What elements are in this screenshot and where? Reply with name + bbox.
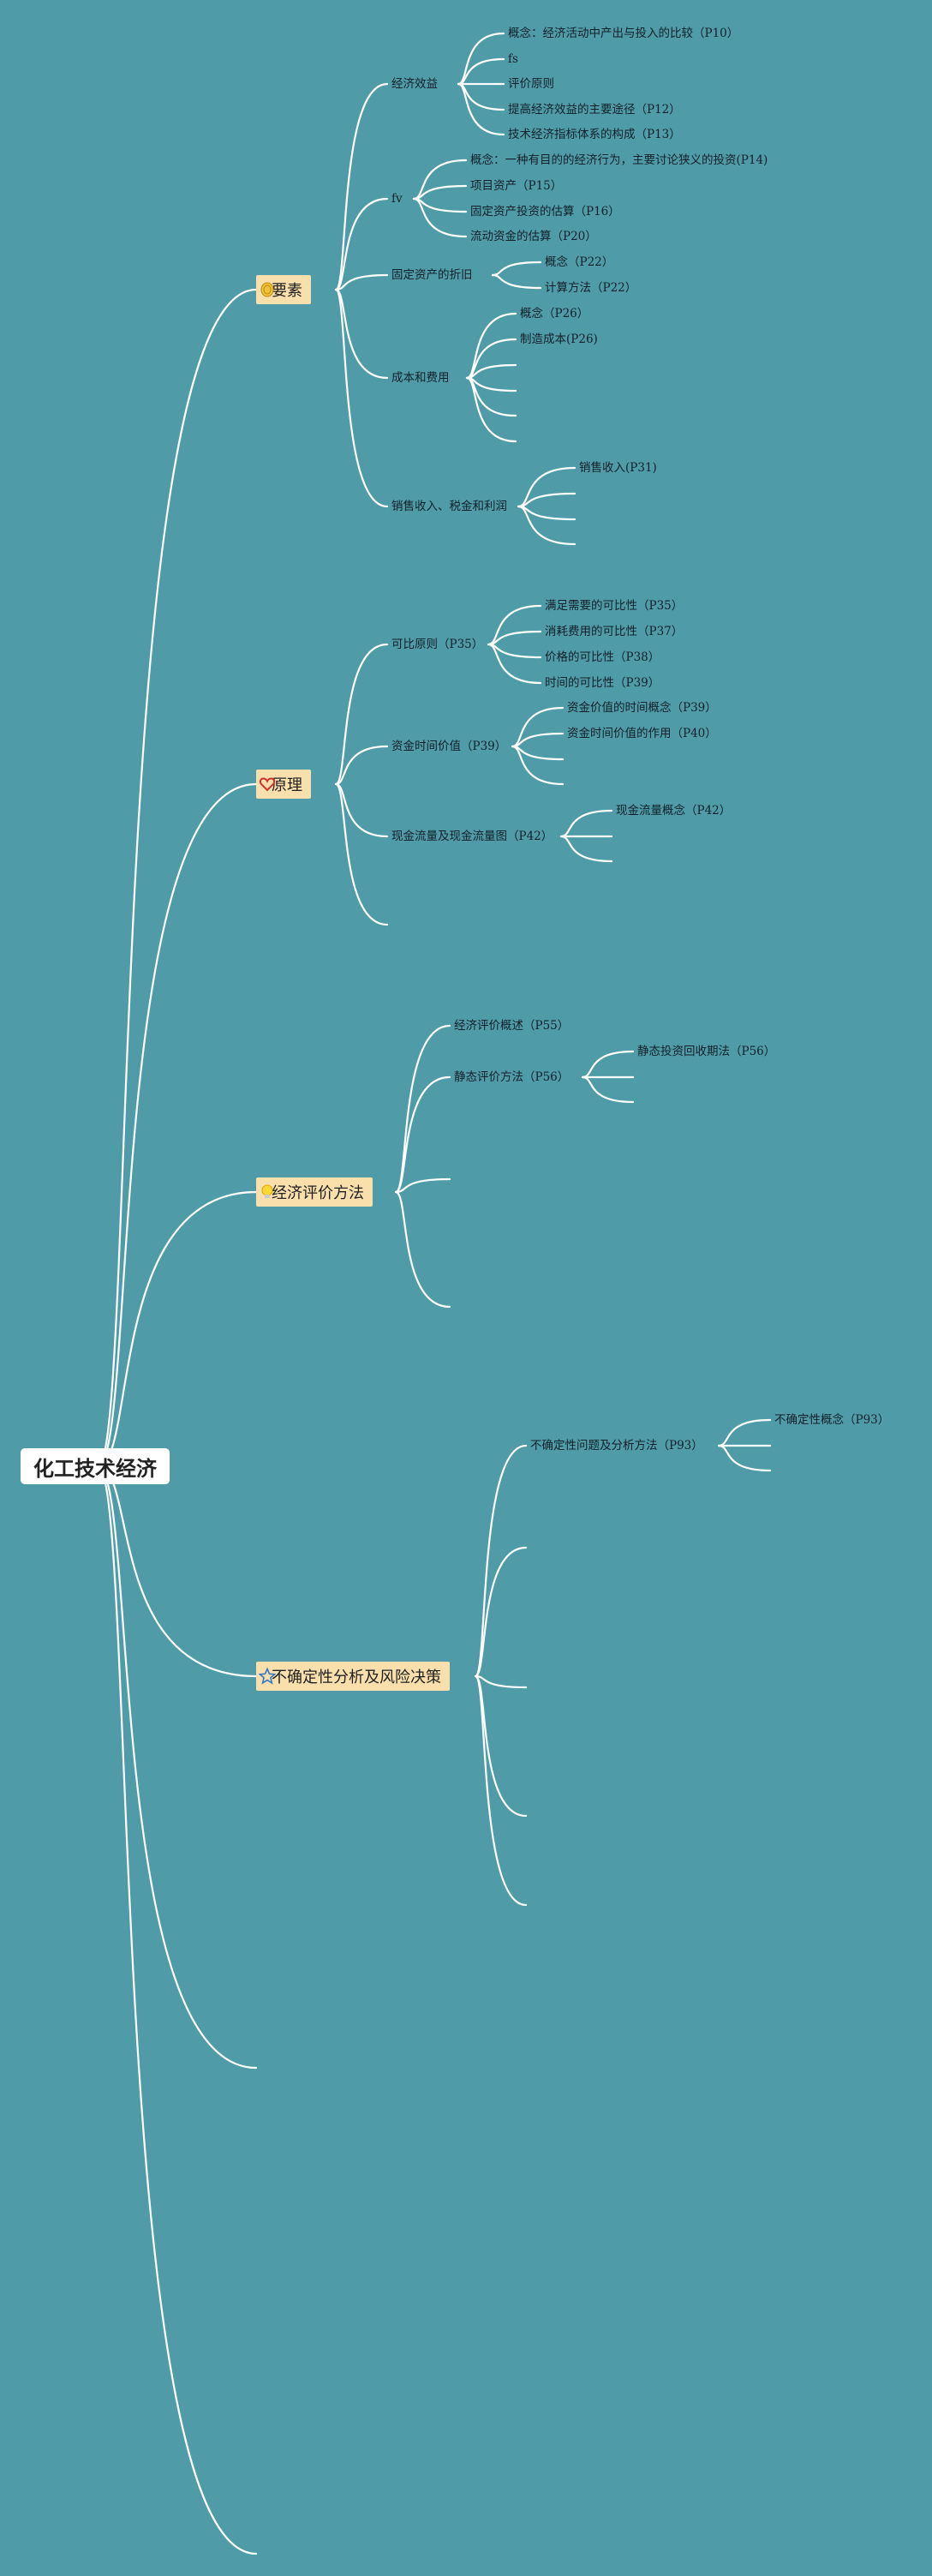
- leaf-item[interactable]: 制造成本(P26): [520, 332, 598, 346]
- leaf-item[interactable]: 概念（P22）: [545, 255, 614, 269]
- connector-line: [717, 1444, 772, 1472]
- connector-line: [412, 159, 468, 201]
- subtopic-fv[interactable]: fv: [391, 192, 403, 206]
- connector-line: [487, 643, 542, 685]
- connector-line: [487, 604, 542, 646]
- connector-line: [717, 1418, 772, 1447]
- subtopic-time-value[interactable]: 资金时间价值（P39）: [391, 740, 507, 753]
- connector-line: [511, 745, 565, 786]
- topic-label: 经济评价方法: [272, 1184, 364, 1202]
- connector-line: [559, 835, 613, 863]
- connector-line: [334, 273, 389, 291]
- connector-line: [412, 197, 468, 238]
- star-icon: [258, 1667, 277, 1685]
- leaf-item[interactable]: 资金时间价值的作用（P40）: [567, 727, 717, 740]
- leaf-item[interactable]: 静态投资回收期法（P56）: [637, 1045, 776, 1058]
- leaf-item[interactable]: 现金流量概念（P42）: [616, 804, 732, 818]
- subtopic-cash-flow[interactable]: 现金流量及现金流量图（P42）: [391, 830, 553, 843]
- leaf-item[interactable]: 满足需要的可比性（P35）: [545, 599, 684, 613]
- connector-line: [334, 288, 389, 508]
- topic-principles[interactable]: 原理: [256, 770, 311, 799]
- connector-line: [474, 1674, 528, 1818]
- leaf-item[interactable]: 计算方法（P22）: [545, 281, 637, 295]
- connector-line: [334, 745, 389, 786]
- leaf-item[interactable]: fs: [508, 52, 518, 66]
- topic-uncertainty-analysis[interactable]: 不确定性分析及风险决策: [256, 1662, 450, 1691]
- topic-elements[interactable]: 要素: [256, 275, 311, 304]
- leaf-item[interactable]: 资金价值的时间概念（P39）: [567, 701, 717, 715]
- root-connector: [96, 782, 258, 1468]
- connector-line: [517, 466, 577, 508]
- leaf-item[interactable]: 项目资产（P15）: [470, 179, 563, 193]
- subtopic-cost[interactable]: 成本和费用: [391, 371, 450, 385]
- topic-evaluation-methods[interactable]: 经济评价方法: [256, 1177, 373, 1207]
- topic-label: 原理: [272, 776, 302, 794]
- leaf-item[interactable]: 概念（P26）: [520, 307, 589, 321]
- lightbulb-icon: [259, 1183, 276, 1201]
- leaf-item[interactable]: 概念：经济活动中产出与投入的比较（P10）: [508, 27, 739, 40]
- leaf-item[interactable]: 价格的可比性（P38）: [545, 650, 660, 664]
- connector-line: [334, 82, 389, 291]
- connector-line: [517, 505, 577, 546]
- connector-line: [559, 809, 613, 838]
- connector-line: [394, 1075, 451, 1194]
- leaf-item[interactable]: 提高经济效益的主要途径（P12）: [508, 103, 681, 117]
- connector-line: [491, 273, 542, 290]
- connector-line: [474, 1674, 528, 1689]
- connector-line: [474, 1444, 528, 1678]
- connector-line: [474, 1546, 528, 1678]
- subtopic-static-evaluation[interactable]: 静态评价方法（P56）: [454, 1070, 570, 1084]
- leaf-item[interactable]: 消耗费用的可比性（P37）: [545, 625, 684, 638]
- leaf-item[interactable]: 技术经济指标体系的构成（P13）: [508, 128, 681, 141]
- root-connector: [96, 1190, 258, 1468]
- leaf-item[interactable]: 销售收入(P31): [579, 461, 657, 475]
- subtopic-comparability[interactable]: 可比原则（P35）: [391, 638, 484, 651]
- connector-line: [394, 1190, 451, 1309]
- root-connector: [96, 288, 258, 1468]
- subtopic-economic-benefit[interactable]: 经济效益: [391, 77, 438, 91]
- connector-line: [334, 782, 389, 838]
- connector-line: [465, 376, 517, 417]
- leaf-item[interactable]: 固定资产投资的估算（P16）: [470, 205, 620, 219]
- connector-line: [511, 706, 565, 748]
- heart-icon: [259, 776, 276, 793]
- connector-line: [474, 1674, 528, 1907]
- connector-line: [334, 643, 389, 786]
- connector-line: [465, 376, 517, 443]
- topic-label: 要素: [272, 282, 302, 300]
- connector-line: [581, 1050, 635, 1079]
- subtopic-depreciation[interactable]: 固定资产的折旧: [391, 268, 473, 282]
- connector-line: [491, 261, 542, 277]
- leaf-item[interactable]: 时间的可比性（P39）: [545, 676, 660, 690]
- connector-line: [334, 197, 389, 291]
- coin-icon: [259, 281, 276, 298]
- root-connector: [96, 1465, 258, 1678]
- connector-line: [581, 1075, 635, 1104]
- root-topic[interactable]: 化工技术经济: [21, 1448, 170, 1484]
- connector-line: [457, 82, 505, 136]
- leaf-item[interactable]: 评价原则: [508, 77, 554, 91]
- subtopic-evaluation-overview[interactable]: 经济评价概述（P55）: [454, 1019, 570, 1033]
- root-connector: [96, 1465, 258, 2070]
- connector-line: [394, 1177, 451, 1194]
- root-connector: [96, 1465, 258, 2555]
- leaf-item[interactable]: 流动资金的估算（P20）: [470, 230, 597, 243]
- subtopic-sales-tax-profit[interactable]: 销售收入、税金和利润: [391, 500, 507, 513]
- connector-line: [465, 338, 517, 380]
- subtopic-uncertainty-methods[interactable]: 不确定性问题及分析方法（P93）: [530, 1439, 703, 1453]
- leaf-item[interactable]: 不确定性概念（P93）: [774, 1413, 890, 1427]
- connector-line: [334, 782, 389, 926]
- leaf-item[interactable]: 概念：一种有目的的经济行为，主要讨论狭义的投资(P14): [470, 153, 768, 167]
- connector-line: [334, 288, 389, 380]
- topic-label: 不确定性分析及风险决策: [272, 1668, 441, 1686]
